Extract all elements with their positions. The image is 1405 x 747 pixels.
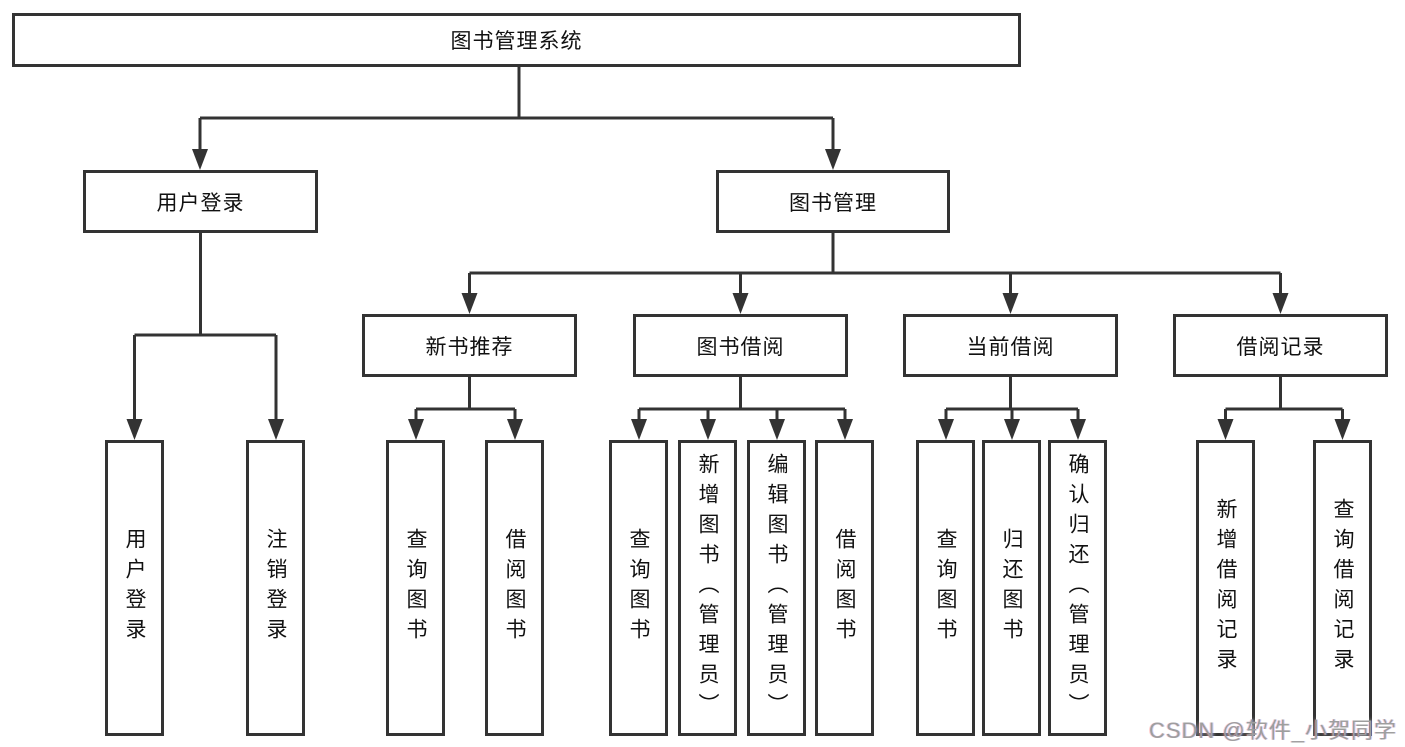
leaf-bb-edit-book-admin-label: 编辑图书（管理员） xyxy=(765,453,788,723)
leaf-cb-query-book: 查询图书 xyxy=(916,440,975,736)
leaf-cb-confirm-return-admin-label: 确认归还（管理员） xyxy=(1066,453,1089,723)
leaf-cb-return-book: 归还图书 xyxy=(982,440,1041,736)
leaf-nb-query-book-label: 查询图书 xyxy=(404,528,427,648)
node-borrowing-records-label: 借阅记录 xyxy=(1236,335,1325,359)
leaf-cb-confirm-return-admin: 确认归还（管理员） xyxy=(1048,440,1107,736)
arrowheads xyxy=(126,149,1351,440)
leaf-logout-label: 注销登录 xyxy=(264,528,287,648)
node-current-borrowing: 当前借阅 xyxy=(903,314,1118,377)
node-book-borrowing-label: 图书借阅 xyxy=(696,335,785,359)
watermark: CSDN @软件_小贺同学 xyxy=(1148,718,1397,743)
node-new-book-recommendation-label: 新书推荐 xyxy=(425,335,514,359)
leaf-nb-borrow-book: 借阅图书 xyxy=(485,440,544,736)
node-borrowing-records: 借阅记录 xyxy=(1173,314,1388,377)
node-user-login: 用户登录 xyxy=(83,170,318,233)
leaf-br-add-record-label: 新增借阅记录 xyxy=(1214,498,1237,678)
node-root-label: 图书管理系统 xyxy=(450,30,583,53)
leaf-bb-add-book-admin-label: 新增图书（管理员） xyxy=(696,453,719,723)
node-user-login-label: 用户登录 xyxy=(156,191,245,215)
leaf-br-query-record: 查询借阅记录 xyxy=(1313,440,1372,736)
leaf-bb-add-book-admin: 新增图书（管理员） xyxy=(678,440,737,736)
leaf-cb-query-book-label: 查询图书 xyxy=(934,528,957,648)
node-book-management: 图书管理 xyxy=(716,170,950,233)
leaf-br-add-record: 新增借阅记录 xyxy=(1196,440,1255,736)
leaf-nb-borrow-book-label: 借阅图书 xyxy=(503,528,526,648)
leaf-bb-borrow-book-label: 借阅图书 xyxy=(833,528,856,648)
leaf-user-login: 用户登录 xyxy=(105,440,164,736)
leaf-bb-edit-book-admin: 编辑图书（管理员） xyxy=(747,440,806,736)
node-book-borrowing: 图书借阅 xyxy=(633,314,848,377)
leaf-cb-return-book-label: 归还图书 xyxy=(1000,528,1023,648)
node-book-management-label: 图书管理 xyxy=(789,191,877,215)
leaf-nb-query-book: 查询图书 xyxy=(386,440,445,736)
leaf-user-login-label: 用户登录 xyxy=(123,528,146,648)
leaf-logout: 注销登录 xyxy=(246,440,305,736)
leaf-bb-query-book-label: 查询图书 xyxy=(627,528,650,648)
leaf-bb-query-book: 查询图书 xyxy=(609,440,668,736)
leaf-br-query-record-label: 查询借阅记录 xyxy=(1331,498,1354,678)
leaf-bb-borrow-book: 借阅图书 xyxy=(815,440,874,736)
node-new-book-recommendation: 新书推荐 xyxy=(362,314,577,377)
node-current-borrowing-label: 当前借阅 xyxy=(966,335,1055,359)
node-root: 图书管理系统 xyxy=(12,13,1021,67)
